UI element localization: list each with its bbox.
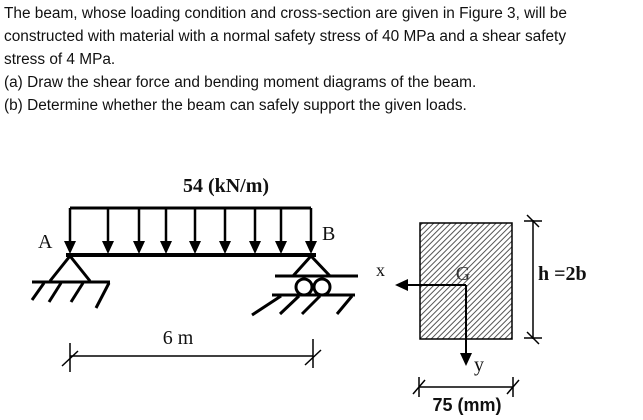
height-dimension-line [524,214,542,345]
support-b-label: B [322,223,335,245]
problem-statement: The beam, whose loading condition and cr… [4,2,643,117]
width-label: 75 (mm) [432,395,501,415]
load-label: 54 (kN/m) [183,175,269,197]
section-axes [395,279,472,366]
intro-line-1: The beam, whose loading condition and cr… [4,5,567,22]
support-a-label: A [38,231,53,253]
centroid-label: G [456,263,470,285]
height-label: h =2b [538,263,587,285]
roller-support-icon [251,253,358,317]
y-axis-arrow-icon [460,353,472,366]
span-dimension-line [61,339,322,372]
part-b: (b) Determine whether the beam can safel… [4,97,467,114]
x-axis-arrow-icon [395,279,408,291]
intro-line-2: constructed with material with a normal … [4,28,567,45]
y-axis-label: y [474,354,484,376]
pin-support-icon [30,253,111,309]
distributed-load [64,206,317,254]
load-arrowheads-icon [64,241,317,254]
x-axis-label: x [376,260,385,280]
part-a: (a) Draw the shear force and bending mom… [4,74,477,91]
width-dimension-line [412,377,520,397]
intro-line-3: stress of 4 MPa. [4,51,116,68]
span-label: 6 m [163,327,194,349]
